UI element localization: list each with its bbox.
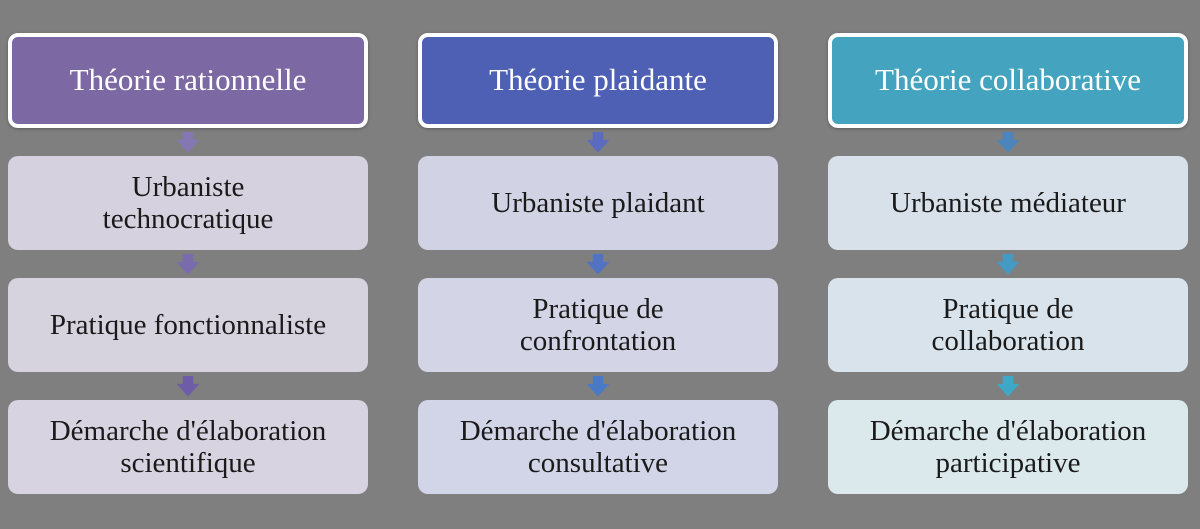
step-box: Pratique de confrontation [418,278,778,372]
step-box-label: Démarche d'élaboration participative [869,414,1147,479]
step-box: Pratique de collaboration [828,278,1188,372]
down-arrow-icon [418,250,778,278]
down-arrow-icon [418,372,778,400]
step-box-label: Urbaniste technocratique [102,170,274,235]
column-theorie-rationnelle: Théorie rationnelle Urbaniste technocrat… [8,33,368,529]
theory-header: Théorie rationnelle [8,33,368,128]
down-arrow-icon [828,250,1188,278]
step-box: Urbaniste technocratique [8,156,368,250]
down-arrow-icon [418,128,778,156]
column-theorie-plaidante: Théorie plaidante Urbaniste plaidant Pra… [418,33,778,529]
step-box-label: Pratique de confrontation [519,292,677,357]
down-arrow-icon [8,372,368,400]
step-box-label: Démarche d'élaboration scientifique [49,414,327,479]
down-arrow-icon [8,128,368,156]
step-box: Démarche d'élaboration scientifique [8,400,368,494]
down-arrow-icon [828,128,1188,156]
down-arrow-icon [828,372,1188,400]
step-box-label: Urbaniste plaidant [491,186,705,219]
step-box: Démarche d'élaboration participative [828,400,1188,494]
step-box-label: Pratique fonctionnaliste [49,308,327,341]
down-arrow-icon [8,250,368,278]
step-box-label: Urbaniste médiateur [890,186,1126,219]
theory-header-label: Théorie collaborative [875,62,1141,98]
step-box: Urbaniste médiateur [828,156,1188,250]
step-box-label: Pratique de collaboration [931,292,1085,357]
column-theorie-collaborative: Théorie collaborative Urbaniste médiateu… [828,33,1188,529]
theory-header-label: Théorie plaidante [489,62,707,98]
step-box: Pratique fonctionnaliste [8,278,368,372]
theory-header-label: Théorie rationnelle [69,62,307,98]
step-box: Démarche d'élaboration consultative [418,400,778,494]
theory-header: Théorie collaborative [828,33,1188,128]
step-box-label: Démarche d'élaboration consultative [459,414,737,479]
step-box: Urbaniste plaidant [418,156,778,250]
theory-header: Théorie plaidante [418,33,778,128]
